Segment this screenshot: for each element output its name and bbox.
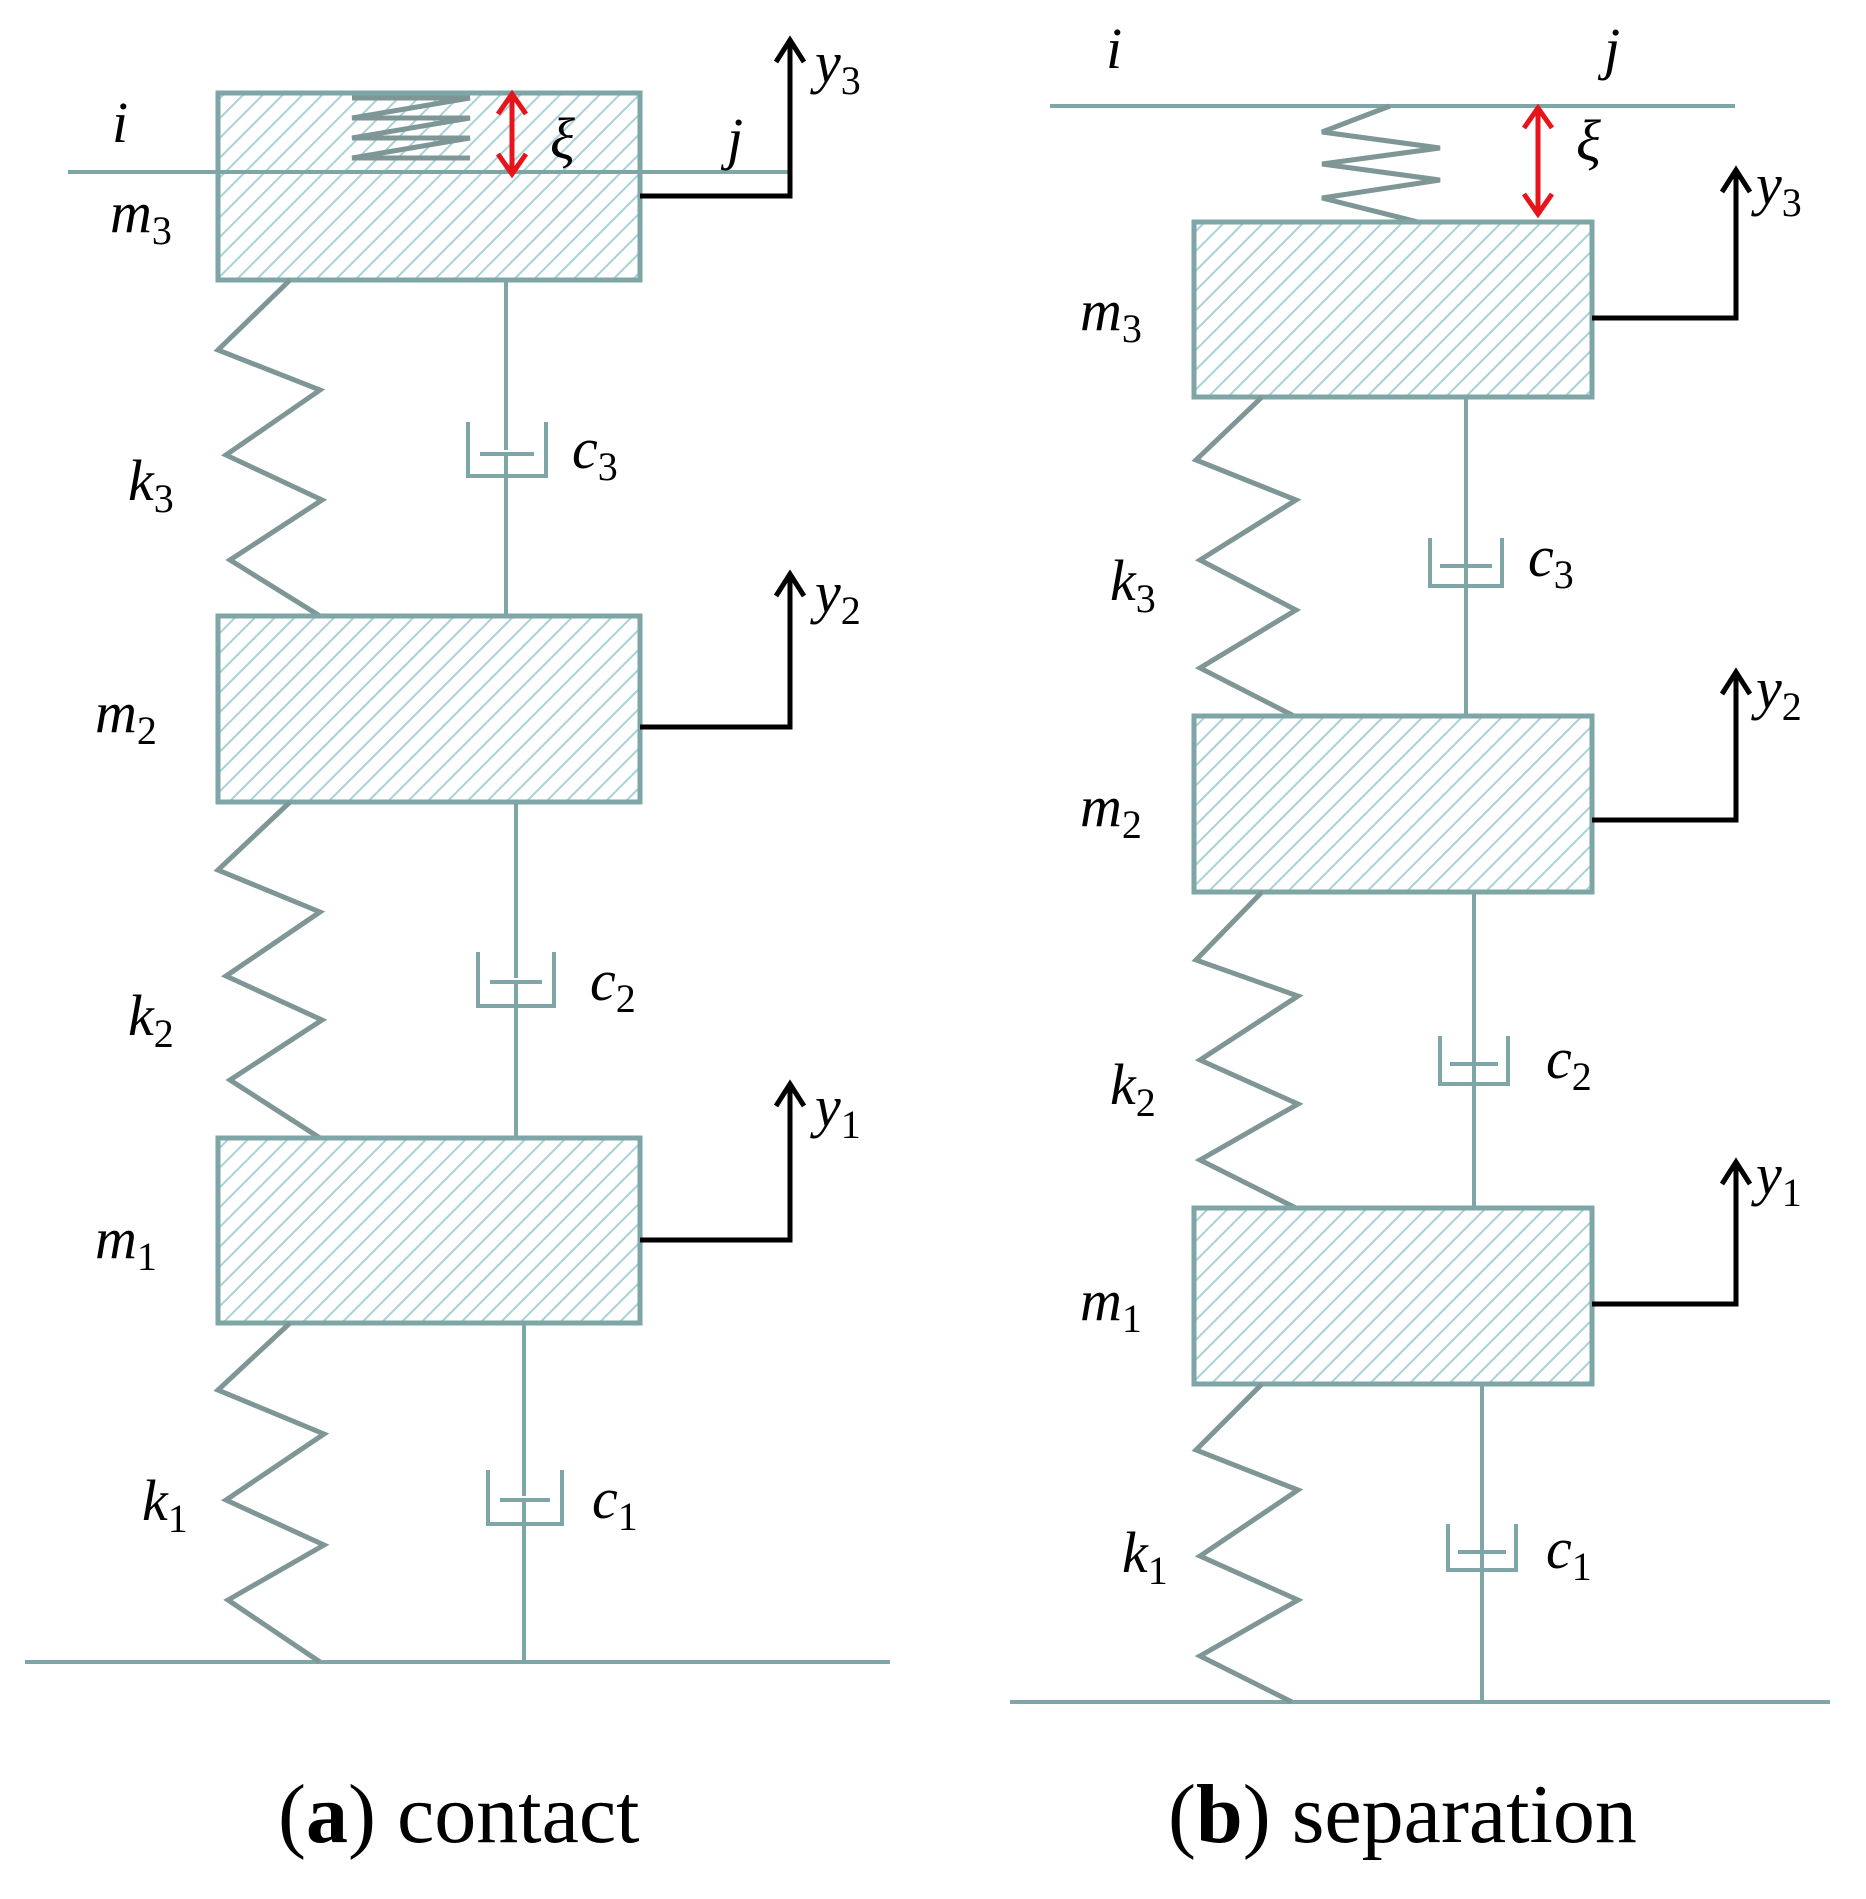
gap-label: ξ	[550, 106, 575, 171]
spring-k3	[1191, 395, 1302, 719]
displacement-arrow-y2	[640, 576, 793, 730]
displacement-arrow-y1	[640, 1086, 793, 1243]
displacement-arrow-y3	[1592, 172, 1739, 321]
spring-k1	[1191, 1382, 1304, 1705]
gap-arrowhead-top	[495, 89, 529, 116]
label-c1: c1	[1546, 1516, 1592, 1589]
arrowhead-y3	[773, 35, 807, 64]
label-c1: c1	[592, 1466, 638, 1539]
label-m2: m2	[95, 680, 157, 753]
spring-k1	[213, 1321, 330, 1665]
displacement-arrow-y1	[1592, 1164, 1739, 1307]
spring-k2	[213, 800, 328, 1141]
label-m2: m2	[1080, 774, 1142, 847]
label-m1: m1	[1080, 1268, 1142, 1341]
arrowhead-y1	[773, 1079, 807, 1108]
spring-k3	[213, 278, 328, 619]
label-c3: c3	[1528, 524, 1574, 597]
damper-c1	[486, 1323, 564, 1662]
label-y1: y1	[810, 1074, 861, 1147]
label-c2: c2	[1546, 1026, 1592, 1099]
arrowhead-y1	[1719, 1157, 1753, 1186]
label-y3: y3	[810, 30, 861, 103]
damper-c1	[1446, 1384, 1518, 1702]
mass-m2	[215, 613, 643, 805]
label-y1: y1	[1751, 1142, 1802, 1215]
damper-c3	[1428, 397, 1504, 716]
label-m3: m3	[1080, 278, 1142, 351]
gap-arrowhead-bottom	[495, 152, 529, 179]
arrowhead-y2	[773, 569, 807, 598]
label-y2: y2	[810, 560, 861, 633]
mass-m2	[1191, 713, 1595, 895]
label-k1: k1	[142, 1468, 188, 1541]
panel-a-contact: i j ξ y3 y2 y1 m3 m2 m1 k3 k2 k1 c3 c2 c…	[25, 30, 890, 1861]
gap-label: ξ	[1576, 108, 1601, 173]
arrowhead-y2	[1719, 667, 1753, 696]
contact-spring	[1321, 103, 1441, 225]
label-k2: k2	[128, 983, 174, 1056]
label-m1: m1	[95, 1206, 157, 1279]
label-k3: k3	[1110, 548, 1156, 621]
caption-b: (b) separation	[1168, 1768, 1637, 1861]
displacement-arrow-y3	[640, 42, 793, 199]
contact-spring	[351, 95, 471, 161]
damper-c2	[476, 802, 556, 1138]
spring-k2	[1191, 890, 1304, 1211]
label-k2: k2	[1110, 1052, 1156, 1125]
caption-a: (a) contact	[278, 1768, 640, 1861]
label-y3: y3	[1751, 152, 1802, 225]
label-c2: c2	[590, 948, 636, 1021]
mass-m3	[215, 90, 643, 283]
panel-b-separation: i j ξ y3 y2 y1 m3 m2 m1 k3 k2 k1 c3 c2 c…	[1010, 16, 1830, 1861]
gap-arrowhead-bottom	[1521, 192, 1555, 219]
label-y2: y2	[1751, 656, 1802, 729]
gap-arrowhead-top	[1521, 103, 1555, 130]
label-c3: c3	[572, 416, 618, 489]
mass-m1	[215, 1135, 643, 1326]
mass-m3	[1191, 219, 1595, 400]
damper-c2	[1438, 892, 1510, 1208]
damper-c3	[466, 280, 548, 616]
label-m3: m3	[110, 180, 172, 253]
node-i-label: i	[1106, 16, 1122, 81]
label-k3: k3	[128, 448, 174, 521]
node-j-label: j	[1597, 16, 1620, 81]
node-j-label: j	[720, 106, 743, 171]
node-i-label: i	[112, 90, 128, 155]
displacement-arrow-y2	[1592, 674, 1739, 823]
arrowhead-y3	[1719, 165, 1753, 194]
label-k1: k1	[1122, 1520, 1168, 1593]
mass-m1	[1191, 1205, 1595, 1387]
